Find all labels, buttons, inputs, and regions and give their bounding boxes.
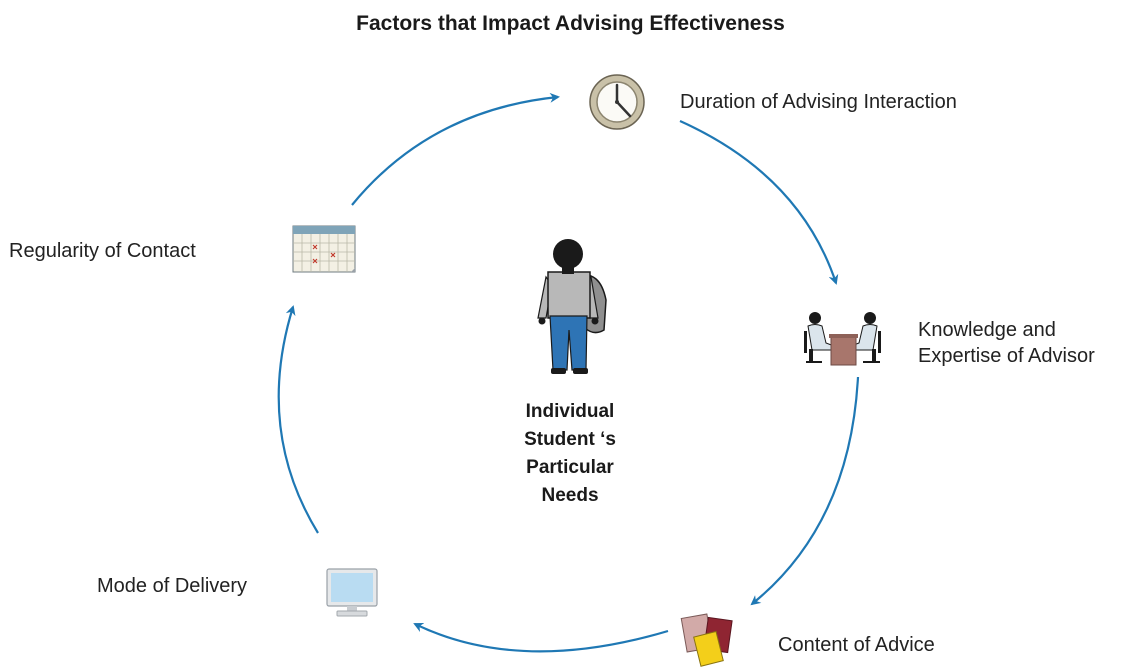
meeting-icon	[804, 312, 881, 366]
diagram-title: Factors that Impact Advising Effectivene…	[356, 12, 785, 35]
knowledge-label-line: Expertise of Advisor	[918, 345, 1095, 367]
center-label: Individual Student ‘s Particular Needs	[485, 398, 655, 510]
center-label-line: Needs	[541, 485, 599, 506]
arrow-regularity-to-duration	[351, 92, 560, 206]
center-label-line: Particular	[526, 457, 614, 478]
regularity-label: Regularity of Contact	[9, 240, 196, 262]
calendar-icon	[292, 225, 356, 273]
clock-icon	[589, 74, 645, 130]
books-icon	[680, 613, 733, 667]
arrow-mode-to-regularity	[277, 305, 319, 534]
center-label-line: Student ‘s	[524, 429, 616, 450]
knowledge-label-line: Knowledge and	[918, 319, 1056, 341]
arrow-duration-to-knowledge	[679, 119, 839, 285]
arrow-knowledge-to-content	[750, 376, 860, 606]
arrow-content-to-mode	[413, 622, 669, 653]
duration-label: Duration of Advising Interaction	[680, 91, 957, 113]
mode-label: Mode of Delivery	[97, 575, 248, 597]
center-label-line: Individual	[525, 401, 615, 422]
knowledge-label: Knowledge and Expertise of Advisor	[918, 317, 1095, 369]
student-icon	[537, 239, 607, 374]
monitor-icon	[326, 568, 378, 617]
content-label: Content of Advice	[778, 634, 935, 656]
